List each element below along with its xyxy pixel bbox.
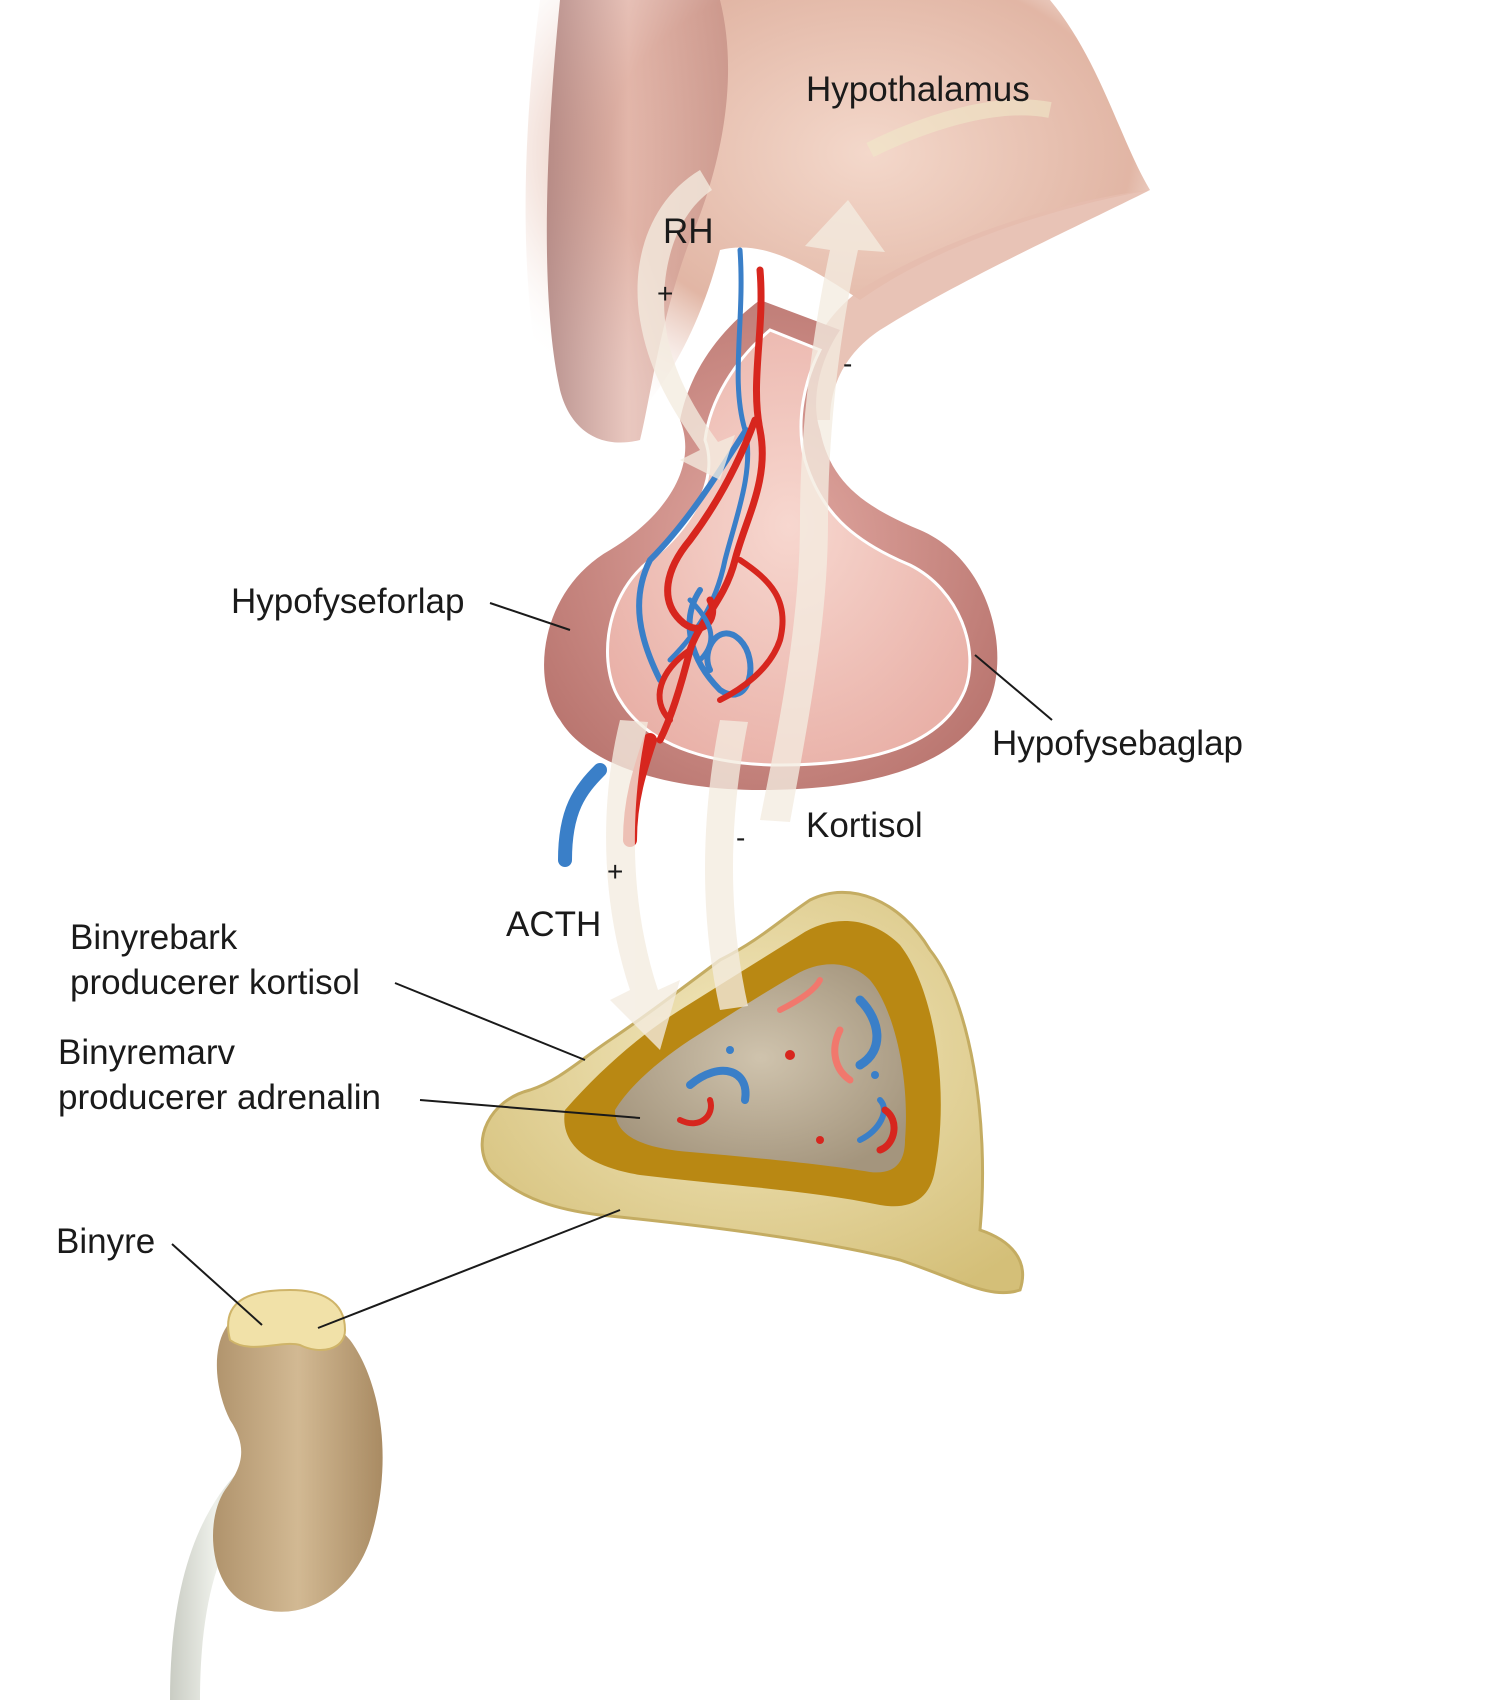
kortisol-label: Kortisol — [806, 806, 923, 845]
binyremarv-label-line1: Binyremarv — [58, 1033, 235, 1072]
leader-hypofyseforlap — [489, 602, 571, 631]
kortisol-minus-sign: - — [736, 822, 746, 853]
hypothalamus-label: Hypothalamus — [806, 70, 1030, 109]
kortisol-feedback-arrow-hypothalamus — [760, 200, 885, 822]
binyrebark-label-line2: producerer kortisol — [70, 963, 360, 1002]
hypofyseforlap-label: Hypofyseforlap — [231, 582, 465, 621]
rh-arrow — [637, 170, 735, 480]
adrenal-cross-section — [480, 890, 1025, 1295]
binyre-label: Binyre — [56, 1222, 156, 1261]
kidney — [170, 1288, 383, 1700]
hypofysebaglap-label: Hypofysebaglap — [992, 724, 1243, 763]
leader-hypofysebaglap — [974, 654, 1053, 721]
kortisol-feedback-arrow-pituitary — [705, 720, 748, 1010]
flow-arrows — [606, 170, 885, 1050]
leader-binyremarv — [419, 1099, 641, 1119]
acth-plus-sign: + — [607, 856, 624, 887]
leader-lines — [171, 602, 1053, 1329]
binyrebark-label-line1: Binyrebark — [70, 918, 238, 957]
rh-plus-sign: + — [657, 278, 674, 309]
rh-label: RH — [663, 212, 714, 251]
binyremarv-label-line2: producerer adrenalin — [58, 1078, 381, 1117]
feedback-top-minus-sign: - — [843, 348, 853, 379]
leader-binyre-zoom — [317, 1209, 621, 1329]
acth-label: ACTH — [506, 905, 602, 944]
acth-arrow — [606, 720, 680, 1050]
leader-binyre — [171, 1243, 263, 1326]
leader-binyrebark — [394, 982, 586, 1061]
